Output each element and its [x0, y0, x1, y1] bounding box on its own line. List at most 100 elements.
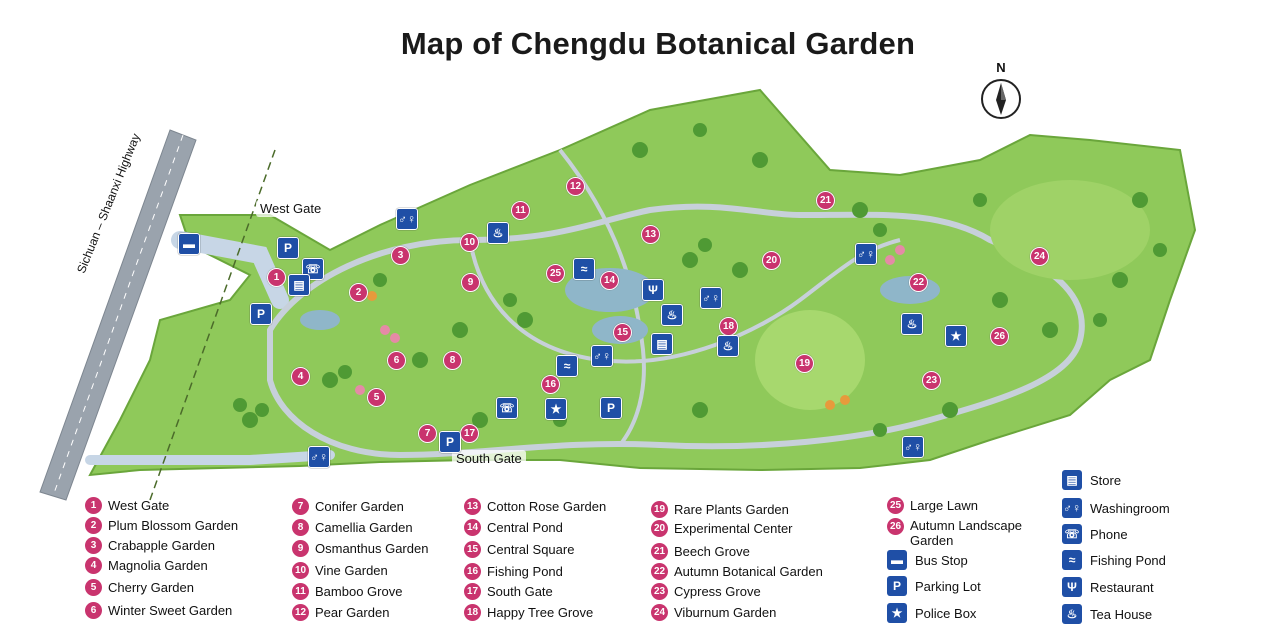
map-marker[interactable]: 19 — [795, 354, 814, 373]
parking-icon[interactable]: P — [277, 237, 299, 259]
legend-label: Cherry Garden — [108, 580, 194, 595]
legend-label: Fishing Pond — [1090, 552, 1166, 568]
legend-label: Cypress Grove — [674, 584, 761, 599]
legend-item: ♂♀Washingroom — [1062, 498, 1170, 518]
map-marker[interactable]: 16 — [541, 375, 560, 394]
legend-item: ☏Phone — [1062, 524, 1128, 544]
map-marker[interactable]: 26 — [990, 327, 1009, 346]
map-marker[interactable]: 24 — [1030, 247, 1049, 266]
legend-number: 17 — [464, 583, 481, 600]
parking-icon[interactable]: P — [600, 397, 622, 419]
police-icon[interactable]: ★ — [945, 325, 967, 347]
store-icon[interactable]: ▤ — [651, 333, 673, 355]
map-marker[interactable]: 9 — [461, 273, 480, 292]
legend-number: 24 — [651, 604, 668, 621]
map-marker[interactable]: 15 — [613, 323, 632, 342]
legend-label: Bamboo Grove — [315, 584, 403, 599]
legend-item: 3 Crabapple Garden — [85, 537, 215, 554]
legend-label: Crabapple Garden — [108, 538, 215, 553]
legend-label: Fishing Pond — [487, 564, 563, 579]
restaurant-icon[interactable]: Ψ — [642, 279, 664, 301]
legend-label: Experimental Center — [674, 521, 793, 536]
legend-label: Autumn Landscape Garden — [910, 518, 1023, 548]
legend-number: 5 — [85, 579, 102, 596]
washroom-icon[interactable]: ♂♀ — [308, 446, 330, 468]
legend-label: Plum Blossom Garden — [108, 518, 239, 533]
store-icon[interactable]: ▤ — [288, 274, 310, 296]
map-marker[interactable]: 14 — [600, 271, 619, 290]
map-marker[interactable]: 7 — [418, 424, 437, 443]
bus-icon[interactable]: ▬ — [178, 233, 200, 255]
fishing-icon[interactable]: ≈ — [556, 355, 578, 377]
legend-item: 16 Fishing Pond — [464, 563, 563, 580]
parking-icon[interactable]: P — [439, 431, 461, 453]
legend-number: 21 — [651, 543, 668, 560]
legend-number: 16 — [464, 563, 481, 580]
map-marker[interactable]: 12 — [566, 177, 585, 196]
teahouse-icon[interactable]: ♨ — [487, 222, 509, 244]
washroom-icon[interactable]: ♂♀ — [700, 287, 722, 309]
washroom-icon[interactable]: ♂♀ — [396, 208, 418, 230]
legend-number: 3 — [85, 537, 102, 554]
map-marker[interactable]: 3 — [391, 246, 410, 265]
legend-number: 9 — [292, 540, 309, 557]
legend-number: 14 — [464, 519, 481, 536]
map-marker[interactable]: 22 — [909, 273, 928, 292]
legend-label: Happy Tree Grove — [487, 605, 594, 620]
teahouse-icon[interactable]: ♨ — [901, 313, 923, 335]
legend-label: Vine Garden — [315, 563, 388, 578]
map-marker[interactable]: 17 — [460, 424, 479, 443]
washroom-icon[interactable]: ♂♀ — [902, 436, 924, 458]
map-marker[interactable]: 8 — [443, 351, 462, 370]
page-title: Map of Chengdu Botanical Garden — [400, 26, 916, 61]
map-marker[interactable]: 21 — [816, 191, 835, 210]
teahouse-icon[interactable]: ♨ — [661, 304, 683, 326]
map-marker[interactable]: 18 — [719, 317, 738, 336]
map-marker[interactable]: 2 — [349, 283, 368, 302]
map-marker[interactable]: 13 — [641, 225, 660, 244]
legend-number: 4 — [85, 557, 102, 574]
map-marker[interactable]: 6 — [387, 351, 406, 370]
police-icon[interactable]: ★ — [545, 398, 567, 420]
fishing-icon[interactable]: ≈ — [573, 258, 595, 280]
legend-label: Camellia Garden — [315, 520, 413, 535]
washroom-icon[interactable]: ♂♀ — [855, 243, 877, 265]
map-marker[interactable]: 20 — [762, 251, 781, 270]
map-marker[interactable]: 4 — [291, 367, 310, 386]
legend-number: 15 — [464, 541, 481, 558]
map-marker[interactable]: 10 — [460, 233, 479, 252]
legend-label: Beech Grove — [674, 544, 750, 559]
parking-icon[interactable]: P — [250, 303, 272, 325]
legend-label: South Gate — [487, 584, 553, 599]
fishing-icon: ≈ — [1062, 550, 1082, 570]
legend-number: 12 — [292, 604, 309, 621]
map-marker[interactable]: 1 — [267, 268, 286, 287]
legend-label: Rare Plants Garden — [674, 502, 789, 517]
map-marker[interactable]: 5 — [367, 388, 386, 407]
legend-item: ★Police Box — [887, 603, 976, 623]
legend-label: Cotton Rose Garden — [487, 499, 607, 514]
legend-number: 6 — [85, 602, 102, 619]
map-marker[interactable]: 23 — [922, 371, 941, 390]
phone-icon[interactable]: ☏ — [496, 397, 518, 419]
washroom-icon[interactable]: ♂♀ — [591, 345, 613, 367]
compass-north-label: N — [996, 60, 1006, 75]
map-marker[interactable]: 25 — [546, 264, 565, 283]
teahouse-icon: ♨ — [1062, 604, 1082, 624]
legend-label: Large Lawn — [910, 498, 978, 513]
map-marker[interactable]: 11 — [511, 201, 530, 220]
south-gate-map-label: South Gate — [452, 450, 526, 467]
teahouse-icon[interactable]: ♨ — [717, 335, 739, 357]
legend-label: Tea House — [1090, 606, 1153, 622]
police-icon: ★ — [887, 603, 907, 623]
legend-item: ≈ Fishing Pond — [1062, 550, 1166, 570]
